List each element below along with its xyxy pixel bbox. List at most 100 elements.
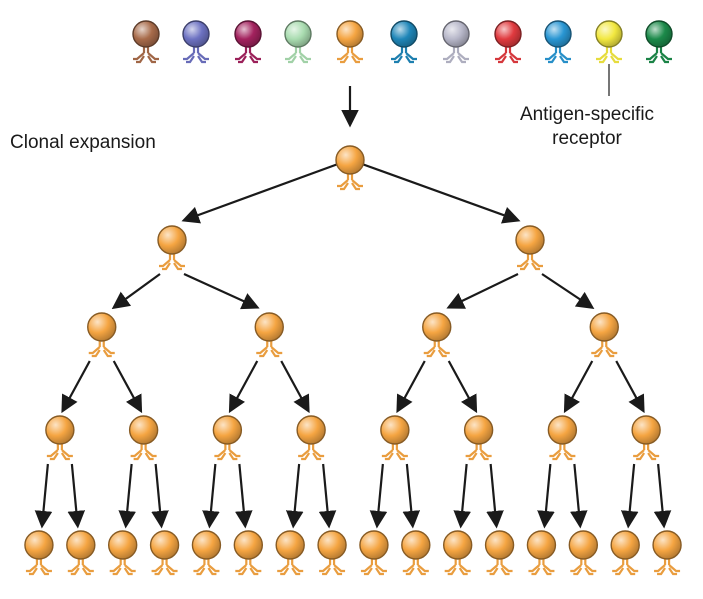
cell-body [107, 530, 138, 560]
cell-body [157, 225, 187, 255]
lymphocyte-8 [494, 20, 522, 64]
lymphocyte-9 [544, 20, 572, 64]
cell-body [442, 530, 473, 560]
receptor-label-line-1: Antigen-specific [519, 104, 655, 125]
clone-cell-l4-16 [652, 530, 682, 576]
cell-body [359, 530, 389, 560]
clone-cell-l1-1 [157, 225, 187, 271]
cell-body [296, 415, 326, 445]
cell-body [254, 312, 284, 342]
lymphocyte-11 [645, 20, 673, 64]
clone-cell-l2-2 [254, 312, 284, 358]
expansion-arrow [369, 463, 388, 529]
clone-cell-l3-4 [296, 415, 326, 461]
expansion-arrow [112, 360, 143, 414]
cell-body [645, 20, 673, 48]
expansion-arrow [563, 360, 594, 414]
expansion-arrow [537, 463, 555, 529]
cell-body [191, 530, 222, 560]
expansion-arrow [453, 463, 471, 529]
clone-cell-l0-1 [335, 145, 365, 191]
clone-cell-l4-1 [24, 530, 54, 576]
expansion-arrow [202, 463, 220, 529]
cell-body [494, 20, 522, 48]
cell-body [336, 20, 364, 48]
cell-body [610, 530, 640, 560]
lymphocyte-6 [390, 20, 418, 64]
lymphocyte-2 [182, 20, 210, 64]
cell-body [317, 530, 347, 560]
cell-body [544, 20, 572, 48]
cell-body [284, 20, 312, 48]
expansion-arrow [111, 273, 161, 310]
cell-body [132, 20, 160, 48]
clone-cell-l4-2 [66, 530, 96, 576]
clone-cell-l3-2 [128, 415, 159, 461]
expansion-arrow [235, 463, 253, 529]
cell-body [233, 530, 264, 560]
expansion-arrow [61, 360, 91, 414]
clone-cell-l3-6 [463, 415, 494, 461]
expansion-arrow [118, 463, 136, 529]
expansion-arrow [620, 463, 639, 529]
clone-cell-l4-9 [359, 530, 389, 576]
clone-cell-l1-2 [515, 225, 545, 271]
cell-body [24, 530, 54, 560]
expansion-arrow [151, 463, 169, 529]
arrow-links [34, 64, 672, 529]
clone-cell-l3-7 [547, 415, 578, 461]
expansion-arrow [280, 360, 310, 414]
cell-body [66, 530, 96, 560]
cell-body [442, 20, 470, 48]
receptor-callout-label: Antigen-specific receptor [482, 103, 692, 151]
clone-cell-l3-8 [631, 415, 661, 461]
expansion-arrow [361, 162, 521, 224]
expansion-arrow [446, 273, 519, 309]
clone-cell-l4-8 [317, 530, 347, 576]
cell-body [401, 530, 431, 560]
expansion-arrow [541, 273, 595, 309]
clone-cell-l4-5 [191, 530, 222, 576]
lymphocyte-10 [595, 20, 623, 64]
cell-body [422, 312, 452, 342]
expansion-arrow [653, 463, 672, 529]
cell-body [484, 530, 515, 560]
clone-cell-l4-7 [275, 530, 305, 576]
clone-cell-l4-4 [149, 530, 180, 576]
cell-body [234, 20, 262, 48]
expansion-arrow [228, 360, 259, 414]
clone-cell-l2-4 [589, 312, 619, 358]
clonal-expansion-label: Clonal expansion [10, 132, 156, 153]
expansion-arrow [396, 360, 426, 414]
expansion-arrow [67, 463, 86, 529]
cell-body [515, 225, 545, 255]
cell-body [631, 415, 661, 445]
expansion-arrow [570, 463, 588, 529]
lymphocyte-4 [284, 20, 312, 64]
cell-body [87, 312, 117, 342]
clone-cell-l4-15 [610, 530, 640, 576]
cell-body [212, 415, 243, 445]
cell-body [463, 415, 494, 445]
expansion-arrow [318, 463, 337, 529]
lymphocyte-1 [132, 20, 160, 64]
cell-body [128, 415, 159, 445]
expansion-arrow [402, 463, 421, 529]
expansion-arrow [34, 463, 53, 529]
receptor-label-line-2: receptor [552, 128, 622, 149]
cell-body [526, 530, 557, 560]
clone-cell-l2-3 [422, 312, 452, 358]
lymphocyte-5 [336, 20, 364, 64]
cell-body [652, 530, 682, 560]
clone-cell-l4-10 [401, 530, 431, 576]
expansion-arrow [181, 162, 339, 224]
cell-body [149, 530, 180, 560]
clone-cell-l4-6 [233, 530, 264, 576]
clone-cell-l4-14 [568, 530, 599, 576]
clone-cell-l3-1 [45, 415, 75, 461]
expansion-arrow [183, 272, 260, 310]
expansion-arrow [285, 463, 304, 529]
cell-body [182, 20, 210, 48]
